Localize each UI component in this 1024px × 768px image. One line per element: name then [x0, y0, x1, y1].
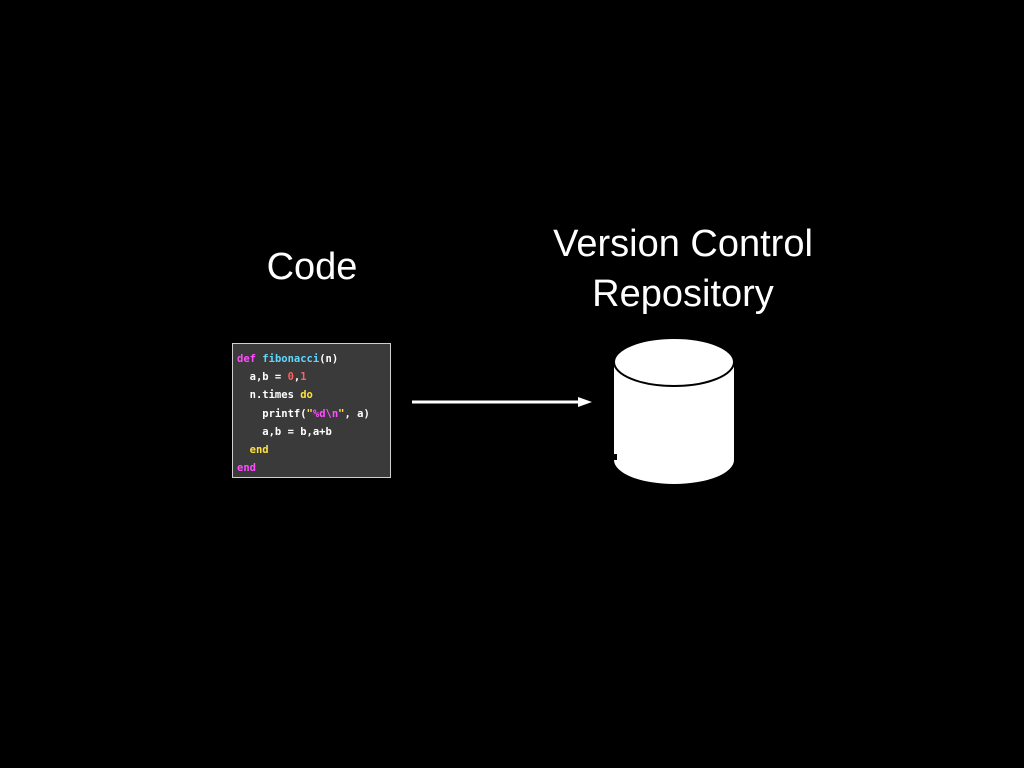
- code-token: a,b =: [237, 371, 288, 384]
- repository-label: Version Control Repository: [520, 219, 846, 319]
- code-line: a,b = b,a+b: [237, 423, 390, 441]
- code-token: ": [306, 407, 313, 420]
- code-label: Code: [266, 246, 358, 288]
- code-token: end: [249, 443, 269, 456]
- code-token: fibonacci: [262, 353, 320, 365]
- code-token: ,: [293, 371, 301, 384]
- repository-label-line1: Version Control: [553, 223, 813, 265]
- database-cylinder-icon: [612, 337, 735, 484]
- code-line: n.times do: [237, 386, 390, 404]
- code-token: ": [338, 407, 345, 420]
- code-token: end: [237, 462, 256, 475]
- right-arrow-icon: [412, 397, 592, 407]
- code-token: , a): [344, 407, 370, 420]
- code-line: def fibonacci(n): [237, 350, 390, 368]
- code-token: 0: [287, 371, 294, 384]
- code-token: a,b = b,a+b: [237, 425, 332, 438]
- code-snippet: def fibonacci(n) a,b = 0,1 n.times do pr…: [232, 343, 391, 478]
- code-token: (n): [319, 353, 339, 365]
- code-line: end: [237, 459, 390, 477]
- repository-label-line2: Repository: [592, 273, 774, 315]
- code-line: a,b = 0,1: [237, 368, 390, 386]
- code-token: do: [300, 389, 313, 402]
- code-token: %d\n: [312, 407, 339, 420]
- code-line: printf("%d\n", a): [237, 405, 390, 423]
- code-line: end: [237, 441, 390, 459]
- code-token: [237, 444, 250, 456]
- code-token: def: [237, 353, 256, 365]
- code-token: printf(: [237, 407, 307, 420]
- code-token: 1: [300, 371, 307, 384]
- code-token: n.times: [237, 389, 301, 402]
